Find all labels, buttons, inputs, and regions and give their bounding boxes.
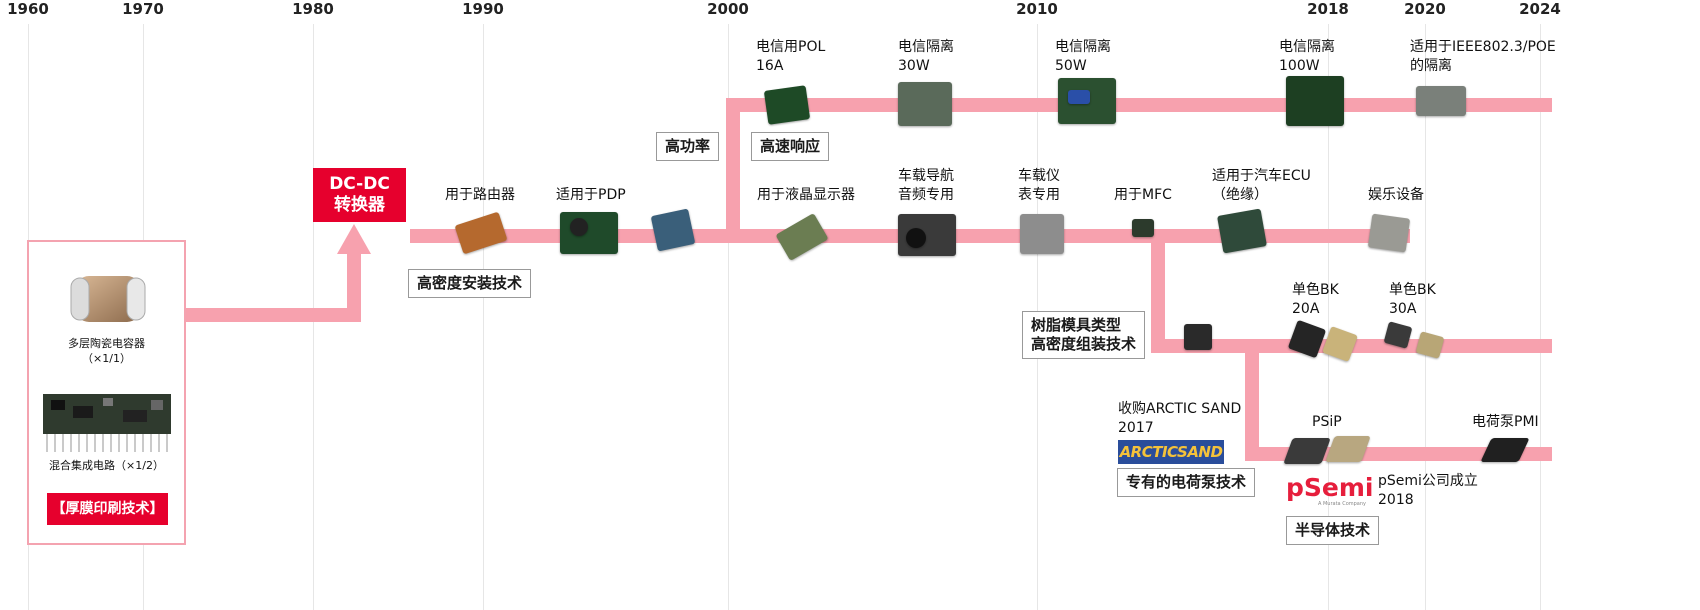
high-density-tech-box: 高密度安装技术 (408, 269, 532, 298)
arctic-sand-logo: ARCTICSAND (1118, 440, 1224, 464)
psemi-logo: pSemi A Murata Company (1286, 473, 1374, 508)
module-icon (1020, 214, 1064, 254)
mid-label-pdp: 适用于PDP (556, 187, 626, 203)
capacitor-label: 多层陶瓷电容器 （×1/1） (68, 337, 145, 365)
top-label-50w: 电信隔离 50W (1055, 39, 1111, 74)
module-icon (906, 228, 926, 248)
mid-label-car-meter: 车载仪 表专用 (1018, 168, 1060, 203)
timeline-segment (184, 308, 360, 322)
timeline-segment (347, 248, 361, 322)
psemi-founded-label: pSemi公司成立 2018 (1378, 473, 1478, 508)
left-panel: 多层陶瓷电容器 （×1/1） 混合集成电路（×1/2） 【厚膜印刷技术】 (27, 240, 186, 545)
high-power-box: 高功率 (656, 132, 720, 161)
branch-label-bk-30a: 单色BK 30A (1389, 282, 1436, 317)
module-icon (570, 218, 588, 236)
semiconductor-tech-box: 半导体技术 (1286, 516, 1380, 545)
capacitor-icon (70, 276, 146, 322)
gridline (728, 24, 729, 610)
mid-label-router: 用于路由器 (445, 187, 515, 203)
timeline-segment (1245, 346, 1259, 461)
module-icon (1367, 213, 1411, 253)
mid-label-entertainment: 娱乐设备 (1368, 187, 1424, 203)
module-icon (763, 85, 811, 125)
year-label: 1990 (462, 0, 504, 18)
module-icon (1184, 324, 1212, 350)
timeline-segment (726, 98, 740, 243)
gridline (1425, 24, 1426, 610)
module-icon (1415, 331, 1445, 359)
dcdc-converter-badge: DC-DC 转换器 (313, 168, 406, 222)
module-icon (1132, 219, 1154, 237)
year-label: 2000 (707, 0, 749, 18)
module-icon (1286, 76, 1344, 126)
year-label: 1980 (292, 0, 334, 18)
charge-pump-pmi-label: 电荷泵PMI (1472, 414, 1539, 430)
timeline-segment (1151, 236, 1165, 353)
year-label: 2024 (1519, 0, 1561, 18)
module-icon (1217, 208, 1267, 254)
year-label: 1960 (7, 0, 49, 18)
year-label: 2020 (1404, 0, 1446, 18)
branch-label-bk-20a: 单色BK 20A (1292, 282, 1339, 317)
arrow-up-icon (337, 224, 371, 254)
resin-mold-tech-box: 树脂模具类型 高密度组装技术 (1022, 311, 1146, 359)
year-label: 1970 (122, 0, 164, 18)
fast-response-box: 高速响应 (751, 132, 830, 161)
mid-label-car-ecu: 适用于汽车ECU （绝缘） (1212, 168, 1311, 203)
charge-pump-tech-box: 专有的电荷泵技术 (1117, 468, 1256, 497)
hybrid-ic-label: 混合集成电路（×1/2） (49, 459, 164, 472)
year-label: 2010 (1016, 0, 1058, 18)
mid-label-lcd: 用于液晶显示器 (757, 187, 855, 203)
top-label-pol-16a: 电信用POL 16A (756, 39, 826, 74)
module-icon (1068, 90, 1090, 104)
gridline (483, 24, 484, 610)
gridline (1328, 24, 1329, 610)
arctic-sand-label: 收购ARCTIC SAND 2017 (1118, 401, 1242, 436)
year-label: 2018 (1307, 0, 1349, 18)
top-label-30w: 电信隔离 30W (898, 39, 954, 74)
module-icon (1416, 86, 1466, 116)
module-icon (560, 212, 618, 254)
thick-film-tech-badge: 【厚膜印刷技术】 (47, 493, 168, 525)
top-label-100w: 电信隔离 100W (1279, 39, 1335, 74)
hybrid-ic-icon (43, 394, 171, 452)
mid-label-car-nav: 车载导航 音频专用 (898, 168, 954, 203)
module-icon (650, 208, 696, 252)
module-icon (454, 211, 508, 255)
gridline (1540, 24, 1541, 610)
module-icon (898, 82, 952, 126)
top-label-ieee-poe: 适用于IEEE802.3/POE 的隔离 (1410, 39, 1556, 74)
psip-label: PSiP (1312, 414, 1342, 430)
mid-label-mfc: 用于MFC (1114, 187, 1172, 203)
module-icon (775, 213, 829, 261)
